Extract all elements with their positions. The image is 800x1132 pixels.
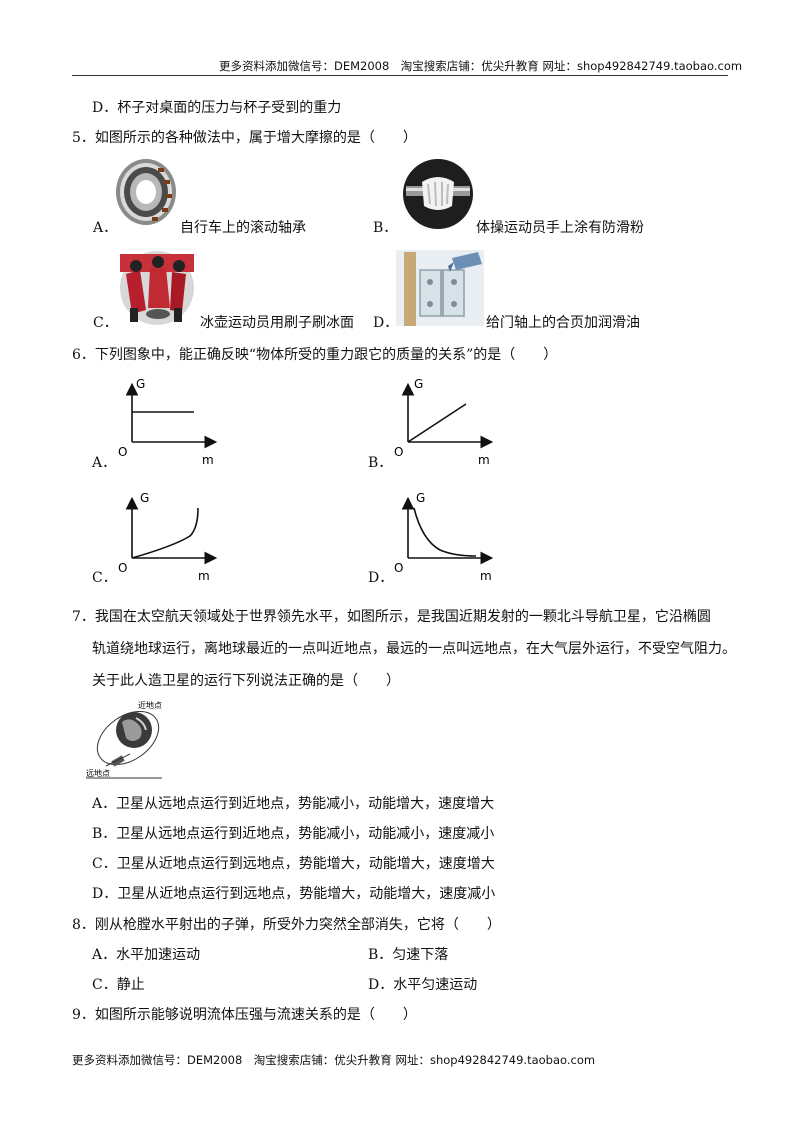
header-divider [72, 75, 728, 76]
q7-option-c: C．卫星从近地点运行到远地点，势能增大，动能增大，速度增大 [92, 856, 495, 872]
q9-stem: 9．如图所示能够说明流体压强与流速关系的是（ ） [72, 1007, 417, 1023]
q5-option-a-letter: A． [93, 220, 118, 236]
gymnast-hands-image [403, 159, 473, 229]
q5-option-b-text: 体操运动员手上涂有防滑粉 [476, 220, 644, 236]
q5-option-c-text: 冰壶运动员用刷子刷冰面 [200, 315, 354, 331]
q7-option-d: D．卫星从近地点运行到远地点，势能增大，动能增大，速度减小 [92, 886, 496, 902]
q8-option-c: C．静止 [92, 977, 145, 993]
q5-option-a-text: 自行车上的滚动轴承 [180, 220, 306, 236]
q6-option-b-letter: B． [368, 455, 393, 471]
graph-b-y-label: G [414, 377, 423, 391]
q6-option-c-letter: C． [92, 570, 117, 586]
graph-d-origin-label: O [394, 561, 403, 575]
bearing-image [116, 159, 176, 225]
graph-c-y-label: G [140, 491, 149, 505]
q7-line-1: 7．我国在太空航天领域处于世界领先水平，如图所示，是我国近期发射的一颗北斗导航卫… [72, 609, 711, 625]
far-point-label: 远地点 [86, 768, 110, 778]
q6-option-a-letter: A． [92, 455, 117, 471]
curling-image [120, 251, 194, 325]
q8-option-d: D．水平匀速运动 [368, 977, 478, 993]
q5-stem: 5．如图所示的各种做法中，属于增大摩擦的是（ ） [72, 130, 417, 146]
q7-option-a: A．卫星从远地点运行到近地点，势能减小，动能增大，速度增大 [92, 796, 495, 812]
q5-option-d-text: 给门轴上的合页加润滑油 [486, 315, 640, 331]
satellite-orbit-figure: 近地点 远地点 [86, 700, 162, 779]
q4-option-d: D．杯子对桌面的压力与杯子受到的重力 [92, 100, 342, 116]
graph-b-origin-label: O [394, 445, 403, 459]
page-footer: 更多资料添加微信号：DEM2008 淘宝搜索店铺：优尖升教育 网址：shop49… [72, 1053, 596, 1067]
q8-option-b: B．匀速下落 [368, 947, 449, 963]
graph-c-x-label: m [198, 569, 210, 582]
graph-a-y-label: G [136, 377, 145, 391]
near-point-label: 近地点 [138, 700, 162, 710]
q8-option-a: A．水平加速运动 [92, 947, 201, 963]
graph-d: G O m [394, 491, 494, 582]
q5-option-b-letter: B． [373, 220, 398, 236]
graph-a-x-label: m [202, 453, 214, 467]
page-header: 更多资料添加微信号：DEM2008 淘宝搜索店铺：优尖升教育 网址：shop49… [219, 59, 743, 73]
q7-line-3: 关于此人造卫星的运行下列说法正确的是（ ） [92, 673, 400, 689]
q5-option-d-letter: D． [373, 315, 399, 331]
graph-a-origin-label: O [118, 445, 127, 459]
graph-d-x-label: m [480, 569, 492, 582]
graph-c-origin-label: O [118, 561, 127, 575]
q6-option-d-letter: D． [368, 570, 394, 586]
q5-option-c-letter: C． [93, 315, 118, 331]
graph-d-y-label: G [416, 491, 425, 505]
graph-a: G O m [118, 377, 218, 467]
graph-c: G O m [118, 491, 218, 582]
graph-b-x-label: m [478, 453, 490, 467]
graph-b: G O m [394, 377, 494, 467]
door-hinge-image [396, 250, 484, 326]
q7-line-2: 轨道绕地球运行，离地球最近的一点叫近地点，最远的一点叫远地点，在大气层外运行，不… [92, 641, 736, 657]
q6-stem: 6．下列图象中，能正确反映“物体所受的重力跟它的质量的关系”的是（ ） [72, 347, 558, 363]
q8-stem: 8．刚从枪膛水平射出的子弹，所受外力突然全部消失，它将（ ） [72, 917, 501, 933]
q7-option-b: B．卫星从远地点运行到近地点，势能减小，动能减小，速度减小 [92, 826, 495, 842]
